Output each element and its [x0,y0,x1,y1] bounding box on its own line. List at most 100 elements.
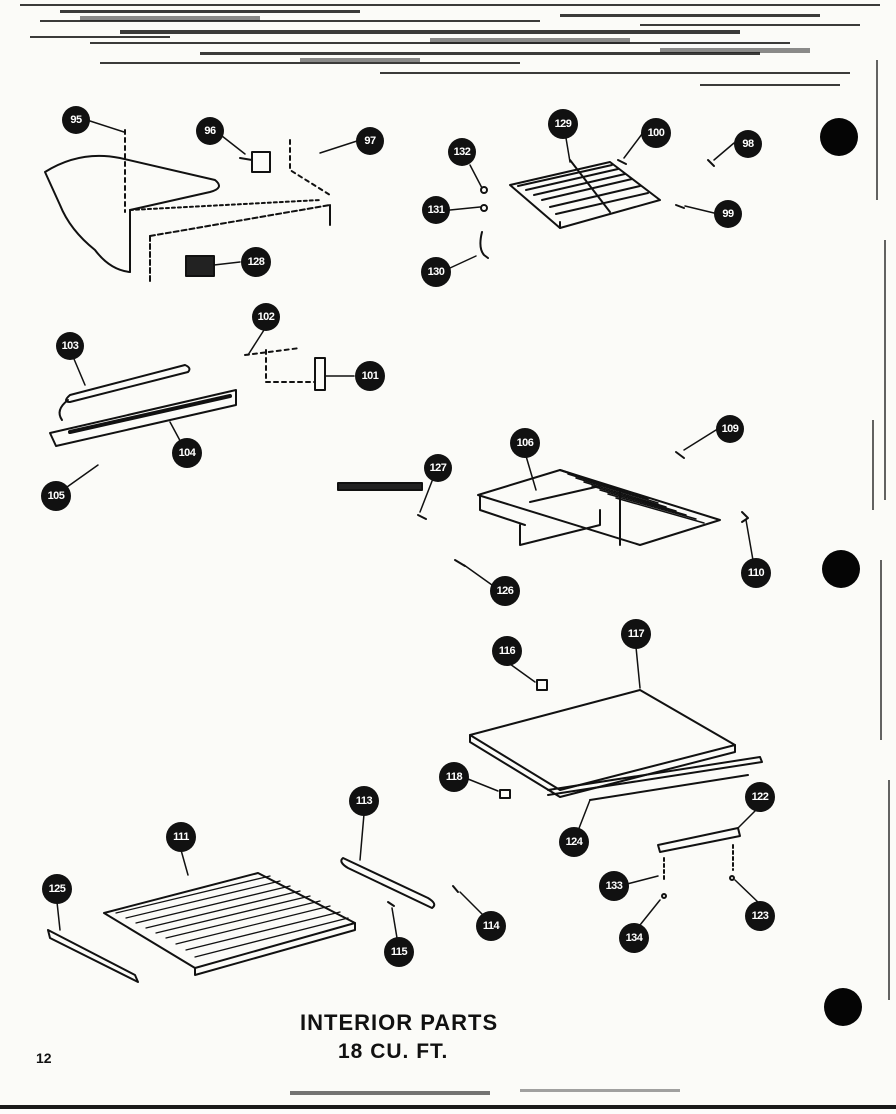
callout-104: 104 [172,438,202,468]
callout-123: 123 [745,901,775,931]
svg-text:103: 103 [62,340,79,352]
callout-105: 105 [41,481,71,511]
part-127-rod [337,482,423,491]
callouts: 95 96 97 128 132 131 130 129 100 98 99 1… [41,106,775,967]
svg-text:97: 97 [364,135,376,147]
svg-text:116: 116 [499,645,516,657]
small-parts-bottom [387,885,459,907]
svg-text:105: 105 [48,490,65,502]
svg-text:100: 100 [648,127,665,139]
part-128-grille [185,255,215,277]
binder-hole-middle [822,550,860,588]
part-118-clip [499,789,511,799]
part-106-shelf-assembly [477,469,721,546]
svg-text:110: 110 [748,567,765,579]
svg-text:127: 127 [430,462,447,474]
part-122-rail [657,827,741,899]
callout-132: 132 [448,138,476,166]
diagram-subtitle: 18 CU. FT. [338,1040,449,1063]
callout-109: 109 [716,415,744,443]
callout-99: 99 [714,200,742,228]
callout-110: 110 [741,558,771,588]
part-129-wire-rack [509,159,661,229]
callout-127: 127 [424,454,452,482]
svg-text:122: 122 [752,791,769,803]
callout-124: 124 [559,827,589,857]
callout-126: 126 [490,576,520,606]
mounting-strip [124,129,331,283]
callout-131: 131 [422,196,450,224]
svg-text:126: 126 [497,585,514,597]
svg-text:115: 115 [391,946,408,958]
scan-noise-bottom [0,1087,896,1109]
callout-102: 102 [252,303,280,331]
svg-text:131: 131 [428,204,445,216]
callout-118: 118 [439,762,469,792]
part-103-trim-strip [58,364,191,421]
svg-text:123: 123 [752,910,769,922]
callout-133: 133 [599,871,629,901]
callout-97: 97 [356,127,384,155]
leader-lines [56,120,761,945]
callout-125: 125 [42,874,72,904]
svg-text:98: 98 [742,138,754,150]
svg-text:130: 130 [428,266,445,278]
svg-text:134: 134 [626,932,644,944]
part-111-wire-shelf [103,872,356,976]
part-130-hook [479,186,489,259]
part-104-rail [49,389,237,447]
svg-text:102: 102 [258,311,275,323]
svg-text:129: 129 [555,118,572,130]
callout-106: 106 [510,428,540,458]
callout-128: 128 [241,247,271,277]
callout-96: 96 [196,117,224,145]
svg-text:113: 113 [356,795,373,807]
callout-114: 114 [476,911,506,941]
svg-text:96: 96 [204,125,216,137]
svg-text:106: 106 [517,437,534,449]
part-101-bracket [244,347,326,391]
svg-text:128: 128 [248,256,265,268]
part-116-clip [536,679,548,691]
svg-text:125: 125 [49,883,66,895]
part-96-clip [239,151,271,173]
svg-text:132: 132 [454,146,471,158]
callout-117: 117 [621,619,651,649]
callout-95: 95 [62,106,90,134]
svg-text:104: 104 [179,447,197,459]
svg-text:133: 133 [606,880,623,892]
callout-115: 115 [384,937,414,967]
part-113-trim-bar [340,857,436,909]
callout-113: 113 [349,786,379,816]
callout-98: 98 [734,130,762,158]
callout-116: 116 [492,636,522,666]
callout-101: 101 [355,361,385,391]
part-95-liner-panel [44,154,321,273]
callout-130: 130 [421,257,451,287]
page-number: 12 [36,1050,52,1066]
svg-text:101: 101 [362,370,379,382]
callout-100: 100 [641,118,671,148]
scan-noise-right [866,0,896,1109]
diagram-title: INTERIOR PARTS [300,1010,499,1035]
svg-text:124: 124 [566,836,584,848]
binder-hole-top [820,118,858,156]
part-125-trim [47,929,139,983]
svg-text:109: 109 [722,423,739,435]
svg-text:95: 95 [70,114,82,126]
svg-text:111: 111 [173,831,189,843]
callout-122: 122 [745,782,775,812]
callout-111: 111 [166,822,196,852]
callout-134: 134 [619,923,649,953]
svg-text:118: 118 [446,771,463,783]
fasteners-98-99-100 [617,159,715,209]
scan-noise-top [0,0,896,95]
callout-129: 129 [548,109,578,139]
svg-text:99: 99 [722,208,734,220]
callout-103: 103 [56,332,84,360]
svg-text:117: 117 [628,628,645,640]
binder-hole-bottom [824,988,862,1026]
svg-text:114: 114 [483,920,501,932]
